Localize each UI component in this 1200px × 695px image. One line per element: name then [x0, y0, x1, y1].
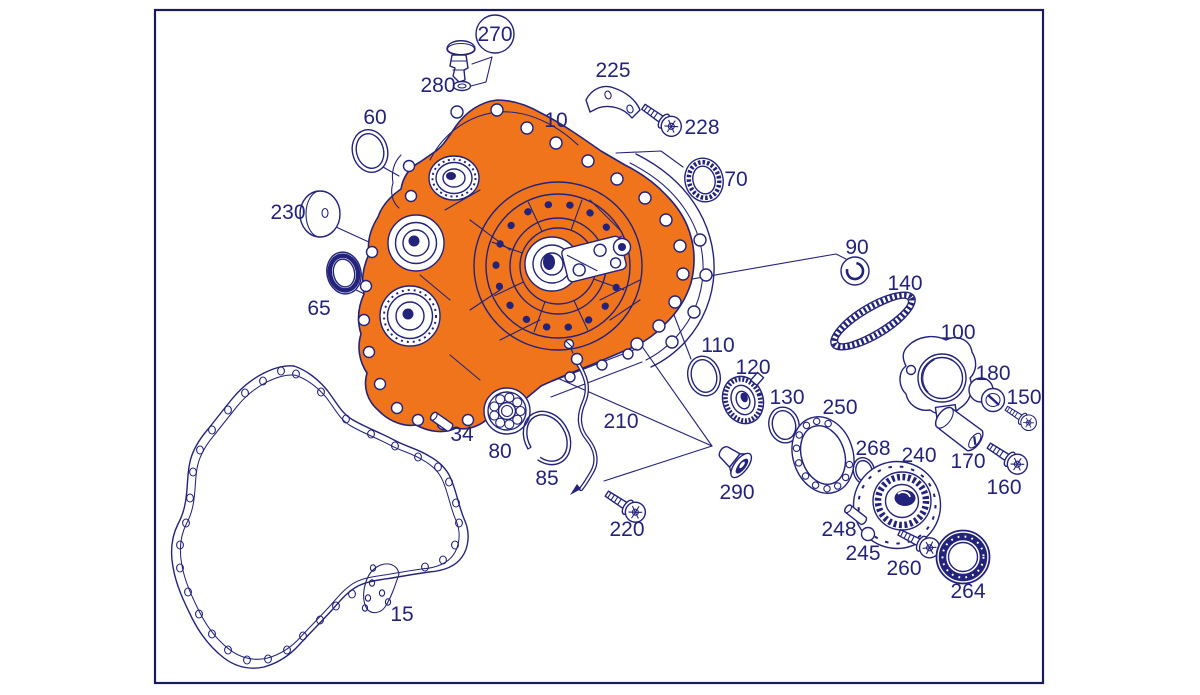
- part-label-290[interactable]: 290: [719, 481, 754, 504]
- part-label-250[interactable]: 250: [822, 396, 857, 419]
- input-shaft-bore: [428, 155, 480, 201]
- housing-ribs: [419, 189, 641, 381]
- part-60-seal-ring: [351, 129, 389, 173]
- part-label-220[interactable]: 220: [609, 518, 644, 541]
- part-80-ball-bearing: [483, 387, 531, 435]
- part-label-270[interactable]: 270: [477, 23, 512, 46]
- part-180-plug: [968, 377, 1006, 413]
- part-label-240[interactable]: 240: [901, 444, 936, 467]
- part-245-ball: [860, 526, 876, 542]
- part-90-retaining-washer: [840, 256, 870, 286]
- part-label-140[interactable]: 140: [887, 272, 922, 295]
- part-label-245[interactable]: 245: [845, 542, 880, 565]
- part-label-130[interactable]: 130: [769, 386, 804, 409]
- part-264-shaft-seal: [935, 529, 991, 585]
- part-130-o-ring: [768, 406, 800, 444]
- part-225-bracket: [585, 85, 641, 119]
- part-85-snap-ring: [522, 410, 572, 466]
- part-230-plug-disc: [299, 190, 341, 238]
- part-label-230[interactable]: 230: [270, 201, 305, 224]
- part-label-268[interactable]: 268: [855, 437, 890, 460]
- part-110-o-ring: [687, 355, 721, 397]
- part-label-80[interactable]: 80: [488, 440, 511, 463]
- part-100-bearing-cover: [899, 335, 977, 419]
- part-label-15[interactable]: 15: [390, 603, 413, 626]
- part-240-differential-hub: [852, 460, 942, 550]
- part-210-breather-hose: [563, 338, 598, 495]
- part-label-150[interactable]: 150: [1006, 386, 1041, 409]
- part-label-65[interactable]: 65: [307, 297, 330, 320]
- flange-bolt-holes: [357, 103, 690, 431]
- part-label-110[interactable]: 110: [701, 334, 734, 357]
- part-65-shaft-seal: [326, 251, 362, 295]
- part-15-gasket: [170, 365, 469, 669]
- part-label-264[interactable]: 264: [950, 580, 985, 603]
- part-label-225[interactable]: 225: [595, 59, 630, 82]
- part-label-280[interactable]: 280: [420, 74, 455, 97]
- part-label-160[interactable]: 160: [986, 476, 1021, 499]
- left-bores: [379, 214, 445, 347]
- part-70-bearing-ring: [684, 157, 724, 203]
- part-label-90[interactable]: 90: [845, 236, 868, 259]
- part-120-bearing-gear: [721, 371, 765, 425]
- part-280-seal-washer: [452, 80, 472, 92]
- part-label-180[interactable]: 180: [975, 362, 1010, 385]
- part-270-vent-valve: [446, 14, 515, 83]
- part-label-170[interactable]: 170: [950, 450, 985, 473]
- part-label-120[interactable]: 120: [735, 356, 770, 379]
- part-label-228[interactable]: 228: [684, 116, 719, 139]
- part-label-260[interactable]: 260: [886, 557, 921, 580]
- part-label-34[interactable]: 34: [450, 423, 474, 446]
- part-label-70[interactable]: 70: [724, 168, 747, 191]
- part-label-248[interactable]: 248: [821, 518, 856, 541]
- part-label-85[interactable]: 85: [535, 467, 558, 490]
- part-label-100[interactable]: 100: [940, 321, 975, 344]
- callout-circle-270: [475, 14, 515, 54]
- part-170-sleeve: [934, 406, 984, 452]
- part-label-10[interactable]: 10: [544, 109, 567, 132]
- part-290-guide-sleeve: [718, 446, 753, 479]
- part-label-60[interactable]: 60: [363, 106, 386, 129]
- part-10-clutch-housing: [357, 99, 715, 433]
- part-label-210[interactable]: 210: [603, 410, 638, 433]
- part-250-drive-flange-ring: [791, 416, 855, 494]
